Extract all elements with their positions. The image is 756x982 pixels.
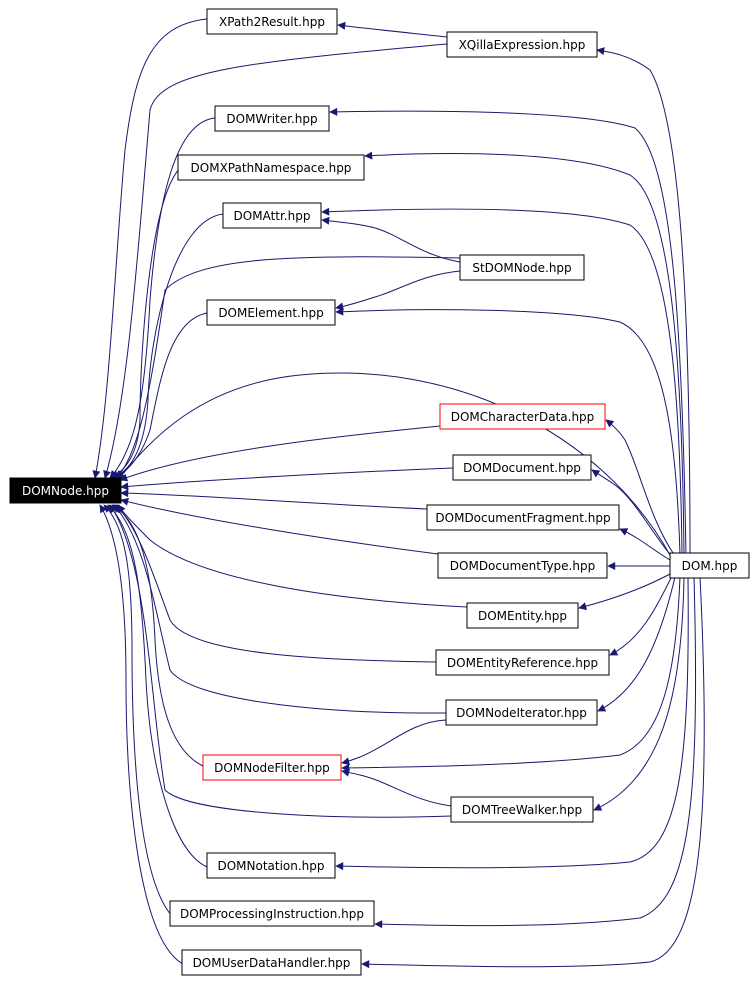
edge-domdocumentfragment-to-domnode [120,489,428,510]
node-label: DOMNode.hpp [22,484,109,498]
edge-domdocument-to-domnode [120,467,454,491]
node-label: DOMAttr.hpp [234,209,311,223]
node-label: DOMEntity.hpp [478,609,567,623]
node-label: DOMEntityReference.hpp [447,656,598,670]
node-label: DOM.hpp [682,559,738,573]
node-label: XPath2Result.hpp [219,15,325,29]
edge-domtreewalker-to-domnodefilter [341,768,452,807]
edge-domxpathnamespace-to-domnode [111,167,181,479]
node-domdocumenttype[interactable]: DOMDocumentType.hpp [437,552,608,579]
node-dom[interactable]: DOM.hpp [669,552,750,579]
edge-dom-to-domnode-top [117,372,671,556]
edge-domnodeiterator-to-domnode [113,504,447,714]
node-label: DOMElement.hpp [218,306,323,320]
edge-domnotation-to-domnode [107,504,208,868]
node-label: DOMCharacterData.hpp [451,410,595,424]
node-domentityreference[interactable]: DOMEntityReference.hpp [435,649,610,676]
edge-dom-to-domentityreference [609,575,673,656]
node-label: DOMNotation.hpp [217,859,324,873]
edge-stdomnode-to-domnode [115,256,461,479]
edge-dom-to-domuserdatahandler [361,576,705,969]
node-label: DOMNodeFilter.hpp [214,761,330,775]
edge-dom-to-domnodeiterator [597,576,676,712]
node-domnotation[interactable]: DOMNotation.hpp [206,852,336,879]
edge-dom-to-domentity [578,573,671,611]
edge-dom-to-domwriter [329,107,687,556]
node-label: DOMDocumentFragment.hpp [435,511,610,525]
node-domprocessinginstruction[interactable]: DOMProcessingInstruction.hpp [169,900,375,927]
node-xqillaexpression[interactable]: XQillaExpression.hpp [446,31,598,58]
edge-dom-to-domxpathnamespace [364,151,685,556]
edge-domentityreference-to-domnode [115,504,437,663]
edge-stdomnode-to-domattr [321,216,461,263]
node-domxpathnamespace[interactable]: DOMXPathNamespace.hpp [177,154,365,181]
node-label: DOMTreeWalker.hpp [462,803,582,817]
edge-xqillaexpression-to-domnode [103,43,448,479]
nodes: DOMNode.hpp XPath2Result.hpp XQillaExpre… [9,8,750,976]
node-domtreewalker[interactable]: DOMTreeWalker.hpp [450,796,594,823]
node-domuserdatahandler[interactable]: DOMUserDataHandler.hpp [181,949,362,976]
edge-domdocumenttype-to-domnode [120,497,439,555]
edge-dom-to-domelement [335,307,681,556]
node-domdocument[interactable]: DOMDocument.hpp [452,454,592,481]
edge-domuserdatahandler-to-domnode [99,504,184,965]
edge-dom-to-domattr [321,207,683,556]
node-domattr[interactable]: DOMAttr.hpp [222,202,322,229]
edges [92,18,705,969]
edge-domentity-to-domnode [117,504,468,608]
node-label: DOMUserDataHandler.hpp [193,956,351,970]
edge-dom-to-domdocumentfragment [619,528,671,561]
node-stdomnode[interactable]: StDOMNode.hpp [459,254,585,281]
edge-dom-to-domcharacterdata [605,419,676,557]
node-label: StDOMNode.hpp [472,261,571,275]
edge-domnodefilter-to-domnode [111,504,204,767]
edge-dom-to-domnotation [335,576,689,871]
node-domelement[interactable]: DOMElement.hpp [206,299,336,326]
edge-stdomnode-to-domelement [335,270,461,311]
node-label: DOMNodeIterator.hpp [456,706,587,720]
node-label: DOMXPathNamespace.hpp [191,161,352,175]
edge-domcharacterdata-to-domnode [119,425,441,482]
edge-xqillaexpression-to-xpath2result [337,21,448,38]
edge-domtreewalker-to-domnode [109,504,452,818]
node-domnodeiterator[interactable]: DOMNodeIterator.hpp [445,699,598,726]
edge-domprocessinginstruction-to-domnode [103,504,173,917]
edge-domnodeiterator-to-domnodefilter [341,719,447,766]
node-label: XQillaExpression.hpp [459,38,586,52]
edge-dom-to-domnodefilter [341,576,681,772]
node-label: DOMProcessingInstruction.hpp [180,907,364,921]
node-label: DOMWriter.hpp [226,112,317,126]
edge-domattr-to-domnode [113,213,224,479]
edge-dom-to-domtreewalker [593,576,685,811]
node-label: DOMDocument.hpp [463,461,581,475]
node-domentity[interactable]: DOMEntity.hpp [466,602,579,629]
node-domnode[interactable]: DOMNode.hpp [9,477,122,504]
edge-xpath2result-to-domnode [92,18,208,479]
node-domdocumentfragment[interactable]: DOMDocumentFragment.hpp [426,504,620,531]
node-label: DOMDocumentType.hpp [450,559,595,573]
edge-dom-to-domdocument [591,469,673,558]
node-domnodefilter[interactable]: DOMNodeFilter.hpp [202,754,342,781]
node-domwriter[interactable]: DOMWriter.hpp [214,105,330,132]
edge-domwriter-to-domnode [109,117,216,479]
edge-dom-to-xqillaexpression [596,47,691,556]
node-domcharacterdata[interactable]: DOMCharacterData.hpp [439,403,606,430]
node-xpath2result[interactable]: XPath2Result.hpp [206,8,338,35]
edge-dom-to-domprocessinginstruction [374,576,697,929]
